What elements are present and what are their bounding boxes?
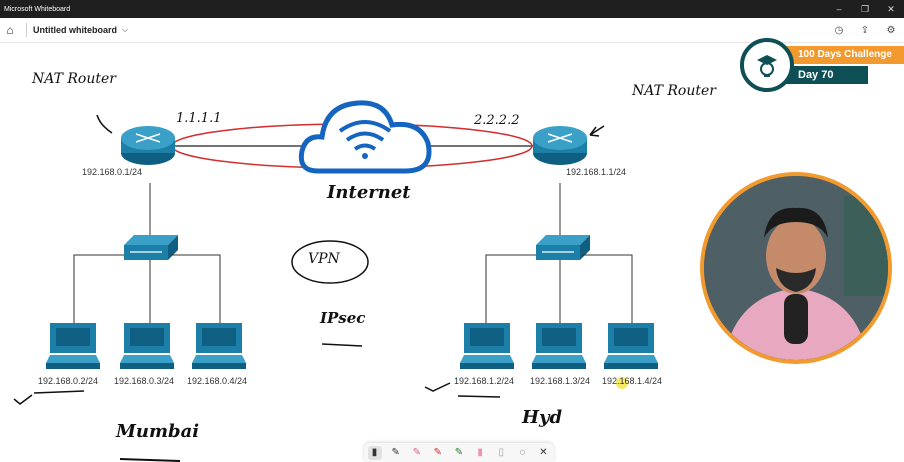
ipsec-label: IPsec [320,309,366,327]
mumbai-label: Mumbai [116,421,200,442]
settings-icon[interactable]: ⚙ [886,24,896,36]
right-host-ip-1: 192.168.1.2/24 [454,376,515,386]
share-icon[interactable]: ⇪ [860,24,870,36]
cloud-icon [298,100,432,174]
app-header: ⌂ Untitled whiteboard ⌵ ◷ ⇪ ⚙ [0,18,904,43]
title-bar: Microsoft Whiteboard – ❐ ✕ [0,0,904,18]
eraser-icon[interactable]: ▯ [498,446,504,458]
left-router-annotation: NAT Router [32,71,116,87]
document-title[interactable]: Untitled whiteboard [33,25,117,35]
close-window-icon[interactable]: ✕ [887,4,895,14]
pointer-tool-icon[interactable]: ▮ [367,445,382,460]
minimize-icon[interactable]: – [836,4,842,14]
left-router-ip: 192.168.0.1/24 [82,167,143,177]
left-host-ip-1: 192.168.0.2/24 [38,376,99,386]
ipsec-underline [321,343,363,347]
window-title: Microsoft Whiteboard [4,5,71,13]
left-host-ip-2: 192.168.0.3/24 [114,376,175,386]
right-public-ip: 2.2.2.2 [474,113,520,128]
window-controls: – ❐ ✕ [826,0,904,18]
left-lan-lines [73,254,221,325]
pink-pen-icon[interactable]: ✎ [412,446,421,458]
chevron-down-icon[interactable]: ⌵ [122,25,129,34]
mumbai-underline [119,458,181,462]
right-router-icon [533,126,587,165]
highlighter-icon[interactable]: ▮ [477,446,483,458]
left-check-underline [13,390,85,405]
right-router-annotation: NAT Router [632,83,716,99]
left-host-ip-3: 192.168.0.4/24 [187,376,248,386]
lasso-icon[interactable]: ◌ [519,446,526,458]
internet-label: Internet [327,182,411,203]
left-switch-icon [124,235,178,260]
left-arrow-mark [96,114,113,134]
right-host-ip-3: 192.168.1.4/24 [602,376,663,386]
vpn-label: VPN [308,251,340,267]
right-router-ip: 192.168.1.1/24 [566,167,627,177]
right-arrow-mark [589,125,605,137]
close-toolbar-icon[interactable]: ✕ [539,446,548,458]
header-actions: ◷ ⇪ ⚙ [826,18,904,42]
right-switch-icon [536,235,590,260]
pc-icon-left-1 [46,323,100,369]
day-label: Day 70 [786,66,868,84]
whiteboard-canvas[interactable]: NAT Router NAT Router 1.1.1.1 2.2.2.2 In… [0,43,904,462]
vpn-circle [291,240,369,284]
ink-toolbar: ▮ ✎ ✎ ✎ ✎ ▮ ▯ ◌ ✕ [364,443,554,462]
challenge-label: 100 Days Challenge [786,46,904,64]
black-pen-icon[interactable]: ✎ [391,446,400,458]
green-pen-icon[interactable]: ✎ [454,446,464,458]
right-host-ip-2: 192.168.1.3/24 [530,376,591,386]
hyd-label: Hyd [522,407,563,428]
pc-icon-left-2 [120,323,174,369]
timer-icon[interactable]: ◷ [834,24,844,36]
cursor-highlight [616,377,628,389]
challenge-badge: 100 Days Challenge Day 70 [740,38,904,94]
header-divider [26,23,27,37]
presenter-webcam [700,172,892,364]
home-icon[interactable]: ⌂ [6,23,14,37]
pc-icon-left-3 [192,323,246,369]
graduation-bulb-icon [740,38,794,92]
network-diagram [13,100,658,462]
right-lan-lines [485,254,633,325]
pc-icon-right-3 [604,323,658,369]
red-pen-icon[interactable]: ✎ [433,446,443,458]
right-check-underline [424,382,501,398]
left-public-ip: 1.1.1.1 [176,111,222,126]
left-router-icon [121,126,175,165]
restore-icon[interactable]: ❐ [860,4,870,14]
pc-icon-right-1 [460,323,514,369]
pc-icon-right-2 [532,323,586,369]
